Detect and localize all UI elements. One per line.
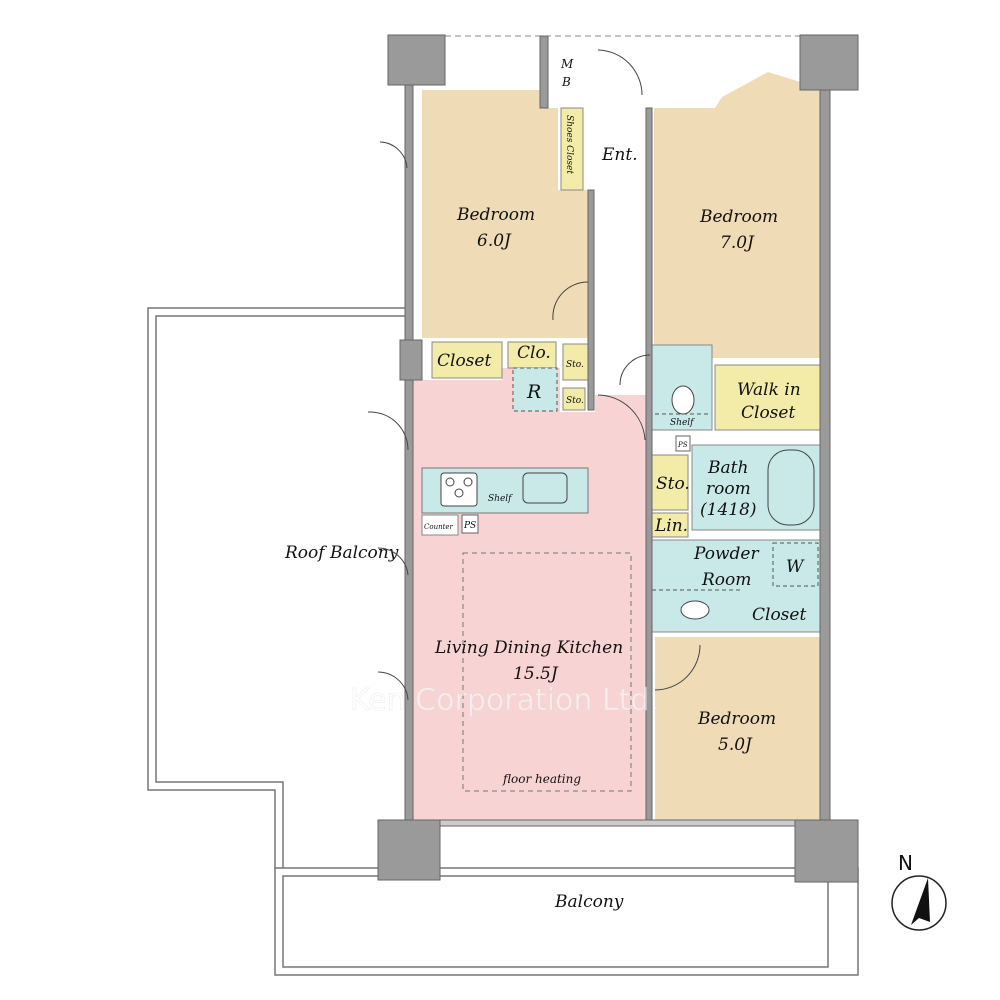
bedroom-7j-size: 7.0J: [720, 233, 755, 253]
r-space: [512, 367, 558, 412]
toilet-shelf-label: Shelf: [670, 418, 695, 428]
entrance-label: Ent.: [601, 145, 638, 165]
closet-1: [431, 341, 503, 379]
bedroom-6j-size: 6.0J: [477, 231, 512, 251]
bedroom-6j: [422, 90, 588, 338]
sto-2-label: Sto.: [566, 396, 584, 406]
closet-1-label: Closet: [437, 351, 491, 371]
mb-label: M: [560, 57, 574, 71]
ldk-name: Living Dining Kitchen: [434, 638, 623, 658]
watermark: Ken Corporation Ltd.: [350, 683, 659, 718]
sto-3: [651, 454, 689, 511]
ps-box-2: [675, 435, 691, 452]
bedroom-6j-name: Bedroom: [456, 205, 535, 225]
bedroom-7j: [654, 72, 820, 358]
kitchen-sink-icon: [522, 472, 568, 504]
ps-label-2: PS: [677, 441, 688, 449]
r-label: R: [526, 381, 541, 403]
sink-icon: [680, 600, 710, 620]
toilet-icon: [671, 385, 695, 415]
walk-in-label-1: Walk in: [737, 380, 801, 400]
washer-label: W: [786, 557, 805, 577]
bath-label-1: Bath: [707, 458, 748, 478]
powder-label-2: Room: [701, 570, 751, 590]
floor-heating-area: [462, 552, 632, 792]
walls: [377, 34, 859, 883]
sto-1-label: Sto.: [566, 360, 584, 370]
balcony-label: Balcony: [554, 892, 624, 912]
ldk-size: 15.5J: [513, 664, 559, 684]
roof-balcony: [147, 307, 408, 868]
bedroom-5j: [655, 637, 820, 820]
balcony: [274, 867, 859, 976]
counter-label: Counter: [424, 523, 454, 531]
ps-label-1: PS: [463, 521, 476, 531]
sto-3-label: Sto.: [656, 474, 690, 494]
walk-in-label-2: Closet: [741, 403, 795, 423]
bedroom-5j-size: 5.0J: [718, 735, 753, 755]
walk-in-closet: [714, 364, 821, 431]
bedroom-7j-name: Bedroom: [699, 207, 778, 227]
north-compass-icon: [891, 875, 947, 931]
bathtub-icon: [767, 449, 815, 526]
closet-2-label: Closet: [752, 605, 806, 625]
clo-label: Clo.: [517, 343, 551, 363]
washer-space: [772, 542, 819, 587]
door-swings: [367, 49, 701, 701]
compass-label: N: [898, 851, 913, 875]
shoes-closet: [560, 107, 584, 191]
bedroom-5j-name: Bedroom: [697, 709, 776, 729]
mb-label-2: B: [561, 75, 571, 89]
shoes-closet-label: Shoes Closet: [564, 115, 574, 174]
powder-label-1: Powder: [693, 544, 759, 564]
sto-2: [562, 387, 586, 411]
lin: [651, 512, 689, 538]
counter-box: [421, 514, 459, 536]
ps-box-1: [461, 514, 479, 534]
lin-label: Lin.: [654, 516, 688, 536]
roof-balcony-label: Roof Balcony: [284, 543, 399, 563]
kitchen-shelf-label: Shelf: [488, 494, 513, 504]
floor-heating-label: floor heating: [502, 772, 581, 786]
ldk: [412, 368, 648, 820]
bath-label-3: (1418): [700, 500, 757, 520]
bath-label-2: room: [706, 479, 751, 499]
